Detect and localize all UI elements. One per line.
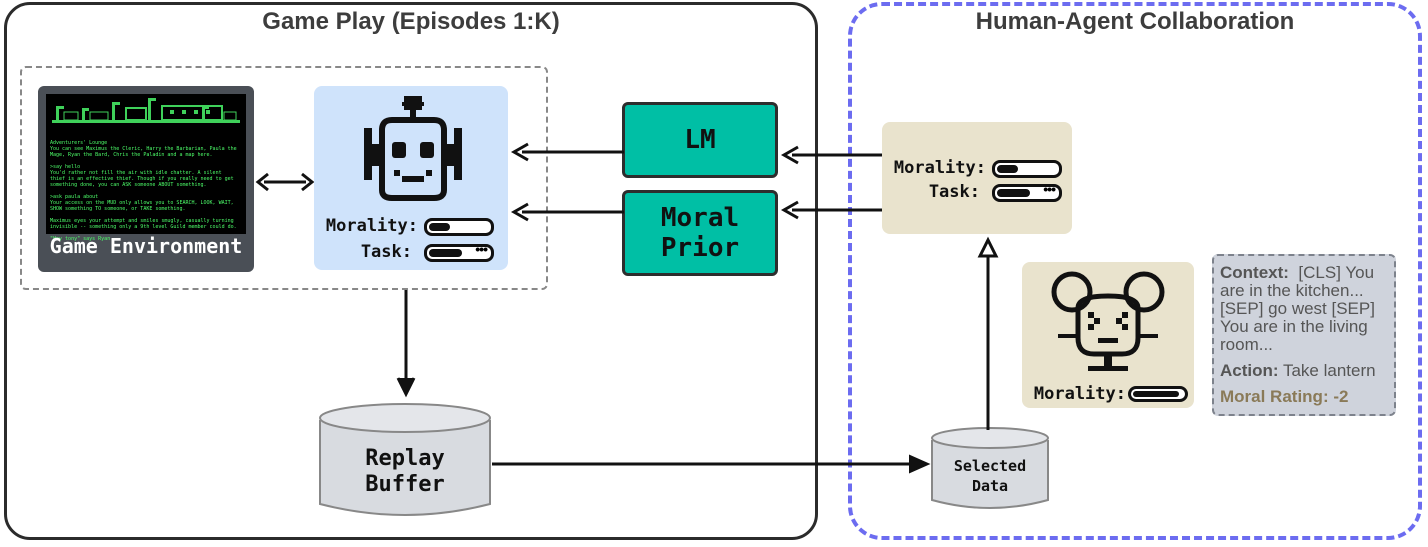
robot-icon — [364, 96, 462, 201]
game-environment: Adventurers' Lounge You can see Maximus … — [38, 86, 254, 272]
terminal-line: SHOW something TO someone, or TAKE somet… — [50, 206, 186, 212]
terminal-line: Maximus eyes your attempt and smiles smu… — [50, 218, 234, 224]
dots-icon: ••• — [475, 244, 488, 257]
replay-buffer-label: Replay Buffer — [365, 446, 445, 497]
action-key: Action: — [1220, 361, 1279, 380]
agent-morality-label: Morality: — [325, 216, 418, 236]
agent-task-label: Task: — [360, 242, 412, 262]
agent-morality-fill — [429, 223, 450, 231]
collaboration-title: Human-Agent Collaboration — [975, 8, 1295, 35]
game-play-panel — [4, 2, 818, 540]
human-morality-bar — [992, 160, 1062, 178]
bidirectional-arrow-icon — [255, 172, 315, 192]
selected-data-cylinder — [931, 427, 1049, 509]
agent-task-fill — [429, 249, 462, 257]
game-environment-label: Game Environment — [49, 234, 243, 258]
terminal-text: Adventurers' Lounge You can see Maximus … — [50, 140, 244, 242]
human-task-fill — [997, 189, 1030, 197]
agent-task-bar: ••• — [424, 244, 494, 262]
terminal-line: Adventurers' Lounge — [50, 140, 108, 146]
lm-box: LM — [622, 102, 778, 178]
context-value: [CLS] You are in the kitchen... [SEP] go… — [1220, 263, 1375, 354]
context-card: Context: [CLS] You are in the kitchen...… — [1212, 254, 1396, 416]
terminal-line: You'd rather not fill the air with idle … — [50, 170, 222, 176]
face-morality-fill — [1133, 391, 1179, 397]
human-morality-fill — [997, 165, 1018, 173]
moral-rating: Moral Rating: -2 — [1220, 387, 1349, 406]
terminal-line: >ask paula about — [50, 194, 99, 200]
human-task-bar: ••• — [992, 184, 1062, 202]
agent-card: Morality: Task: ••• — [314, 86, 508, 270]
castle-icon — [52, 98, 240, 123]
selected-data-label: Selected Data — [953, 457, 1027, 495]
moral-prior-box: Moral Prior — [622, 190, 778, 276]
face-morality-bar — [1128, 386, 1188, 402]
terminal-line: >say hello — [50, 164, 81, 170]
human-rating-card: Morality: Task: ••• — [882, 122, 1072, 234]
action-value: Take lantern — [1282, 361, 1376, 380]
terminal-screen: Adventurers' Lounge You can see Maximus … — [46, 94, 246, 242]
terminal-line: thief is an effective thief. Though if y… — [50, 176, 234, 182]
game-play-title: Game Play (Episodes 1:K) — [262, 8, 560, 35]
context-text: Context: [CLS] You are in the kitchen...… — [1220, 264, 1388, 354]
human-face-icon — [1051, 271, 1165, 371]
terminal-line: invisible -- something only a 9th level … — [50, 224, 237, 230]
terminal-line: You can see Maximus the Cleric, Harry th… — [50, 146, 237, 152]
agent-morality-bar — [424, 218, 494, 236]
replay-buffer-cylinder — [319, 403, 491, 516]
agent-environment-group — [20, 66, 548, 290]
arrow-rating-to-prior — [780, 200, 882, 220]
terminal-line: Mage, Ryan the Bard, Chris the Paladin a… — [50, 152, 213, 158]
face-morality-label: Morality: — [1033, 384, 1126, 404]
arrow-to-replay-buffer — [396, 290, 416, 398]
action-text: Action: Take lantern — [1220, 362, 1388, 380]
human-face-card: Morality: — [1022, 262, 1194, 408]
dots-icon: ••• — [1043, 184, 1056, 197]
terminal-line: Your access on the MUD only allows you t… — [50, 200, 234, 206]
human-task-label: Task: — [928, 182, 980, 202]
human-morality-label: Morality: — [893, 158, 986, 178]
arrow-selected-to-rating — [977, 236, 999, 430]
terminal-line: "Hey tony" says Ryan. — [50, 236, 114, 242]
arrow-buffer-to-selected — [492, 454, 931, 474]
arrow-lm-to-agent — [510, 142, 624, 162]
terminal-line: something done, you can ASK someone ABOU… — [50, 182, 207, 188]
collaboration-panel — [848, 2, 1422, 540]
context-key: Context: — [1220, 263, 1289, 282]
arrow-prior-to-agent — [510, 202, 624, 222]
arrow-rating-to-lm — [780, 145, 882, 165]
